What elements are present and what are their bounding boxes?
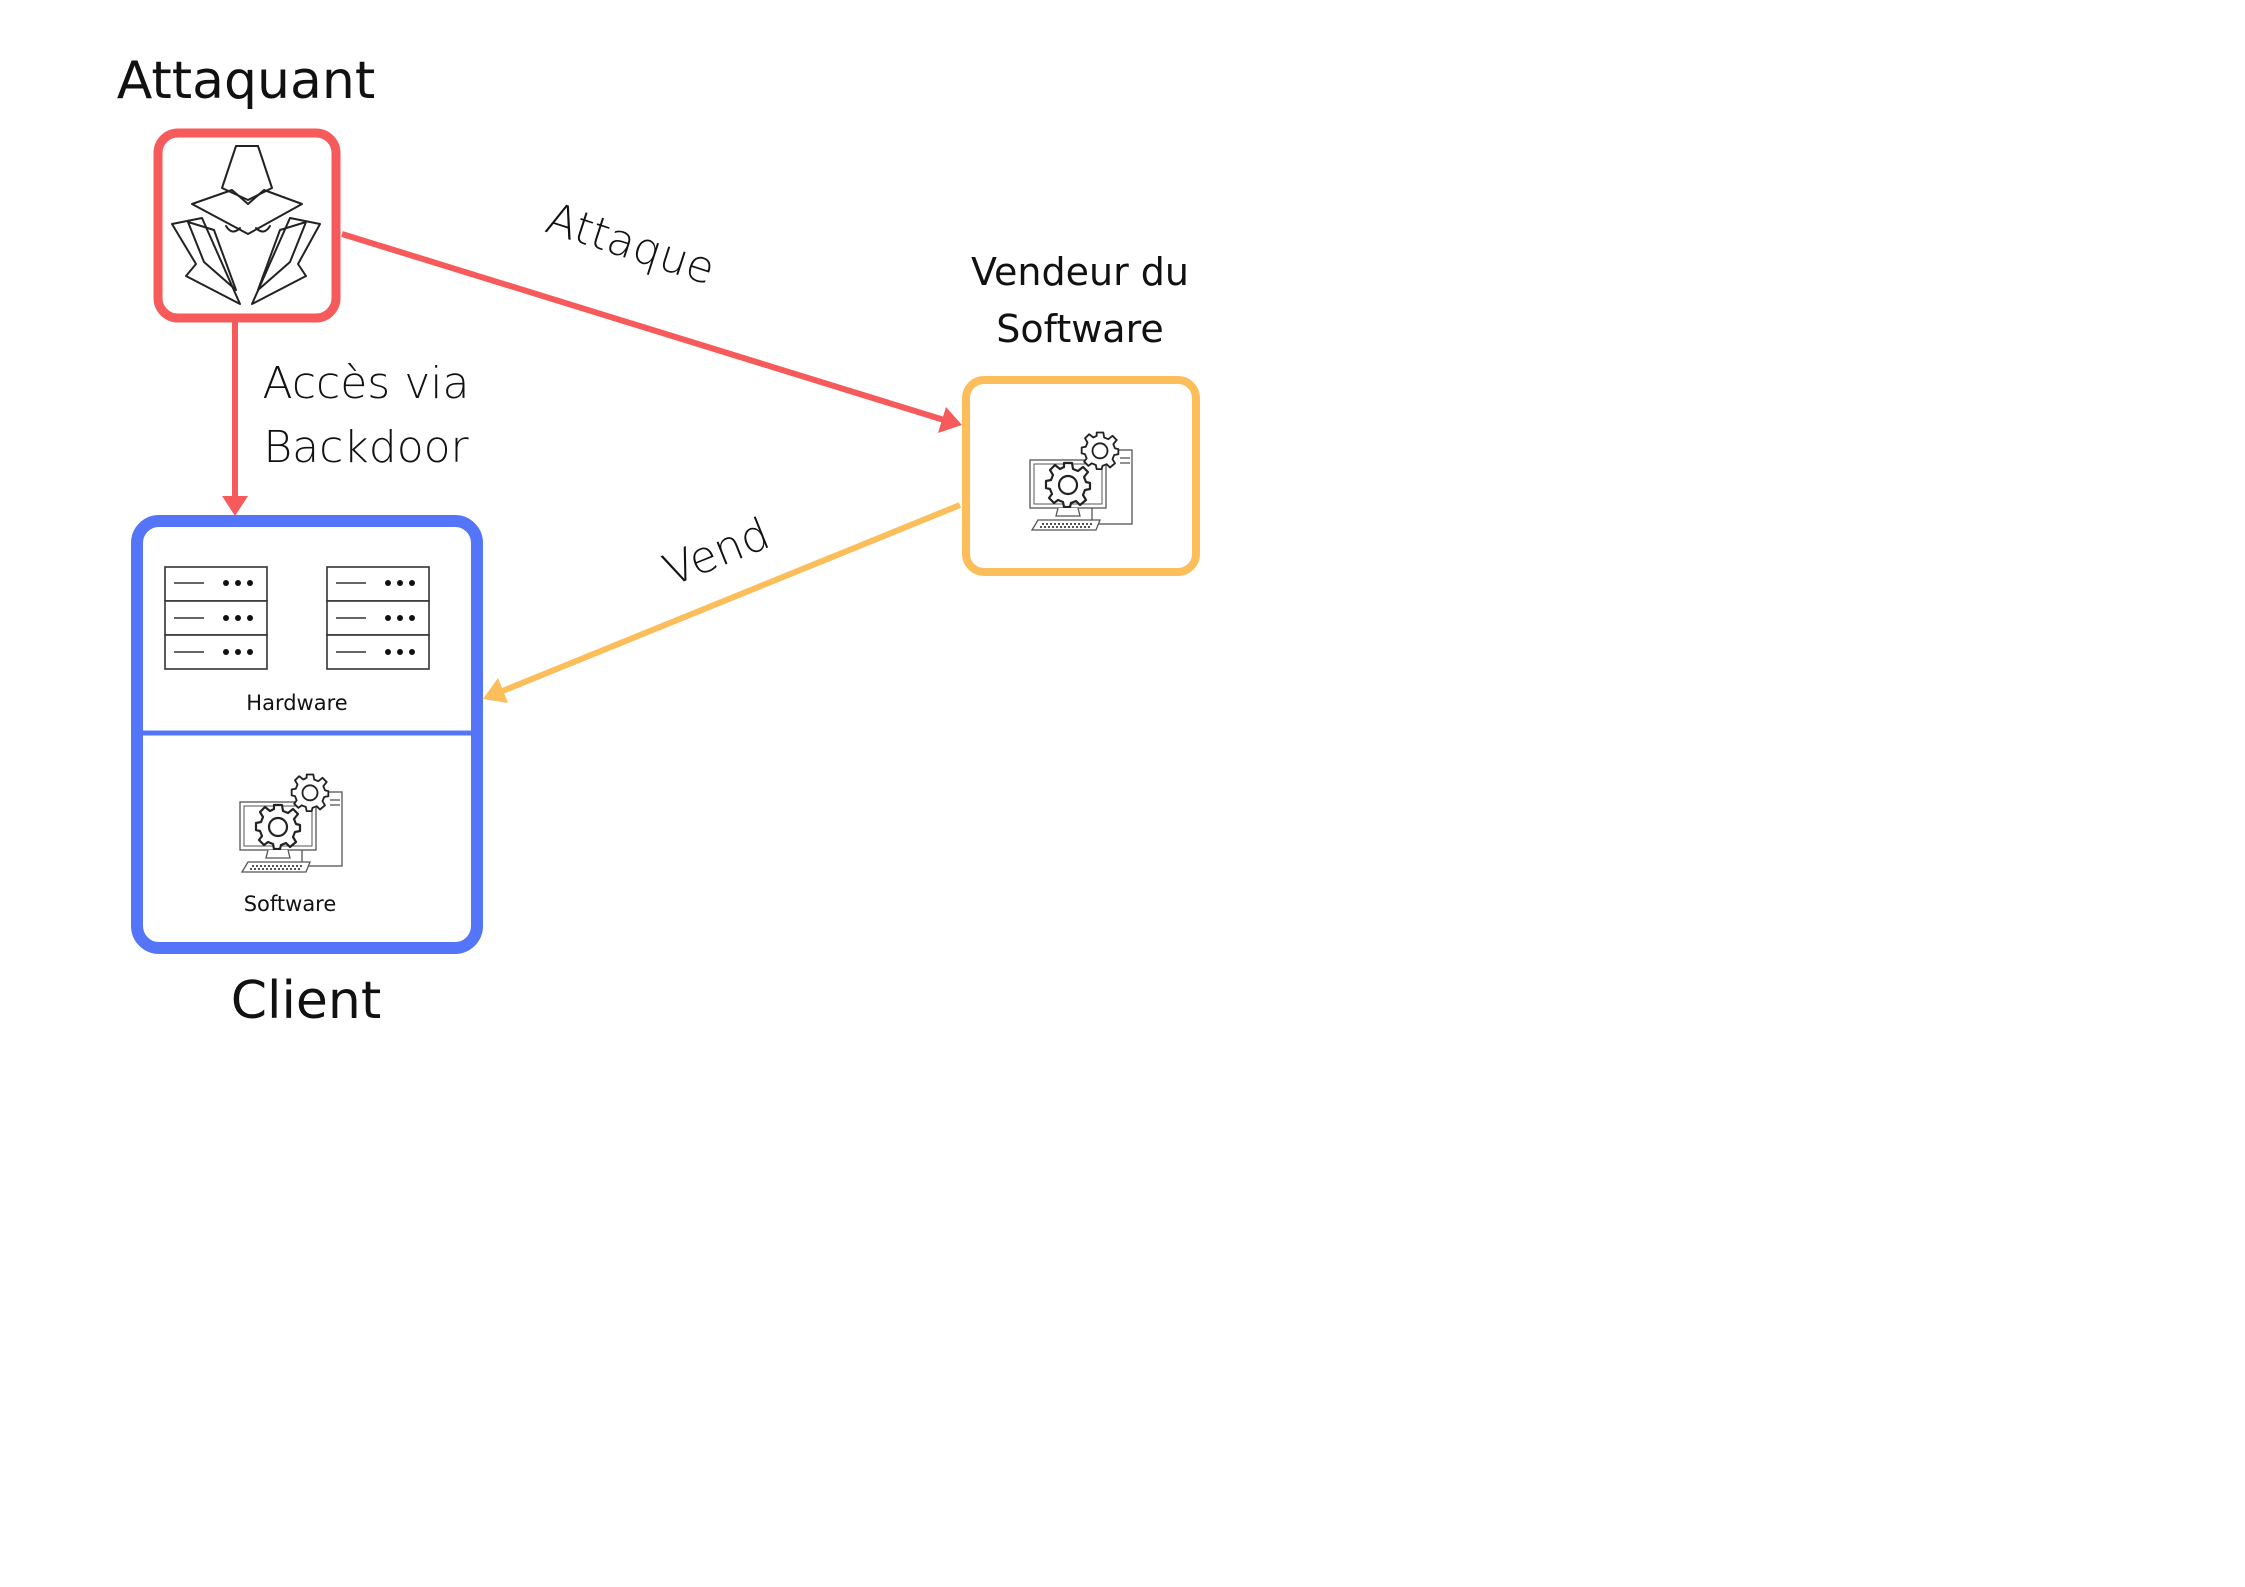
hacker-icon xyxy=(171,145,321,305)
hardware-label: Hardware xyxy=(246,691,347,715)
software-label: Software xyxy=(244,892,337,916)
backdoor-arrowhead xyxy=(222,496,248,516)
attacker-title: Attaquant xyxy=(117,51,375,111)
backdoor-label-line1: Accès via xyxy=(263,358,470,409)
diagram-canvas: Attaquant Vendeur du Software Hardware S… xyxy=(117,51,1200,1031)
attack-arrow-line xyxy=(341,231,945,423)
attack-arrowhead xyxy=(938,407,962,433)
backdoor-label-line2: Backdoor xyxy=(263,422,469,473)
attacker-box[interactable] xyxy=(153,128,341,323)
sells-arrowhead xyxy=(483,678,508,703)
sells-arrow-line xyxy=(498,502,962,695)
client-title: Client xyxy=(231,971,382,1031)
server-rack-icon xyxy=(164,566,268,670)
attack-label: Attaque xyxy=(540,193,721,295)
vendor-title-line1: Vendeur du xyxy=(971,250,1189,294)
sells-label: Vend xyxy=(656,508,777,596)
server-rack-icon xyxy=(326,566,430,670)
vendor-title-line2: Software xyxy=(996,307,1164,351)
